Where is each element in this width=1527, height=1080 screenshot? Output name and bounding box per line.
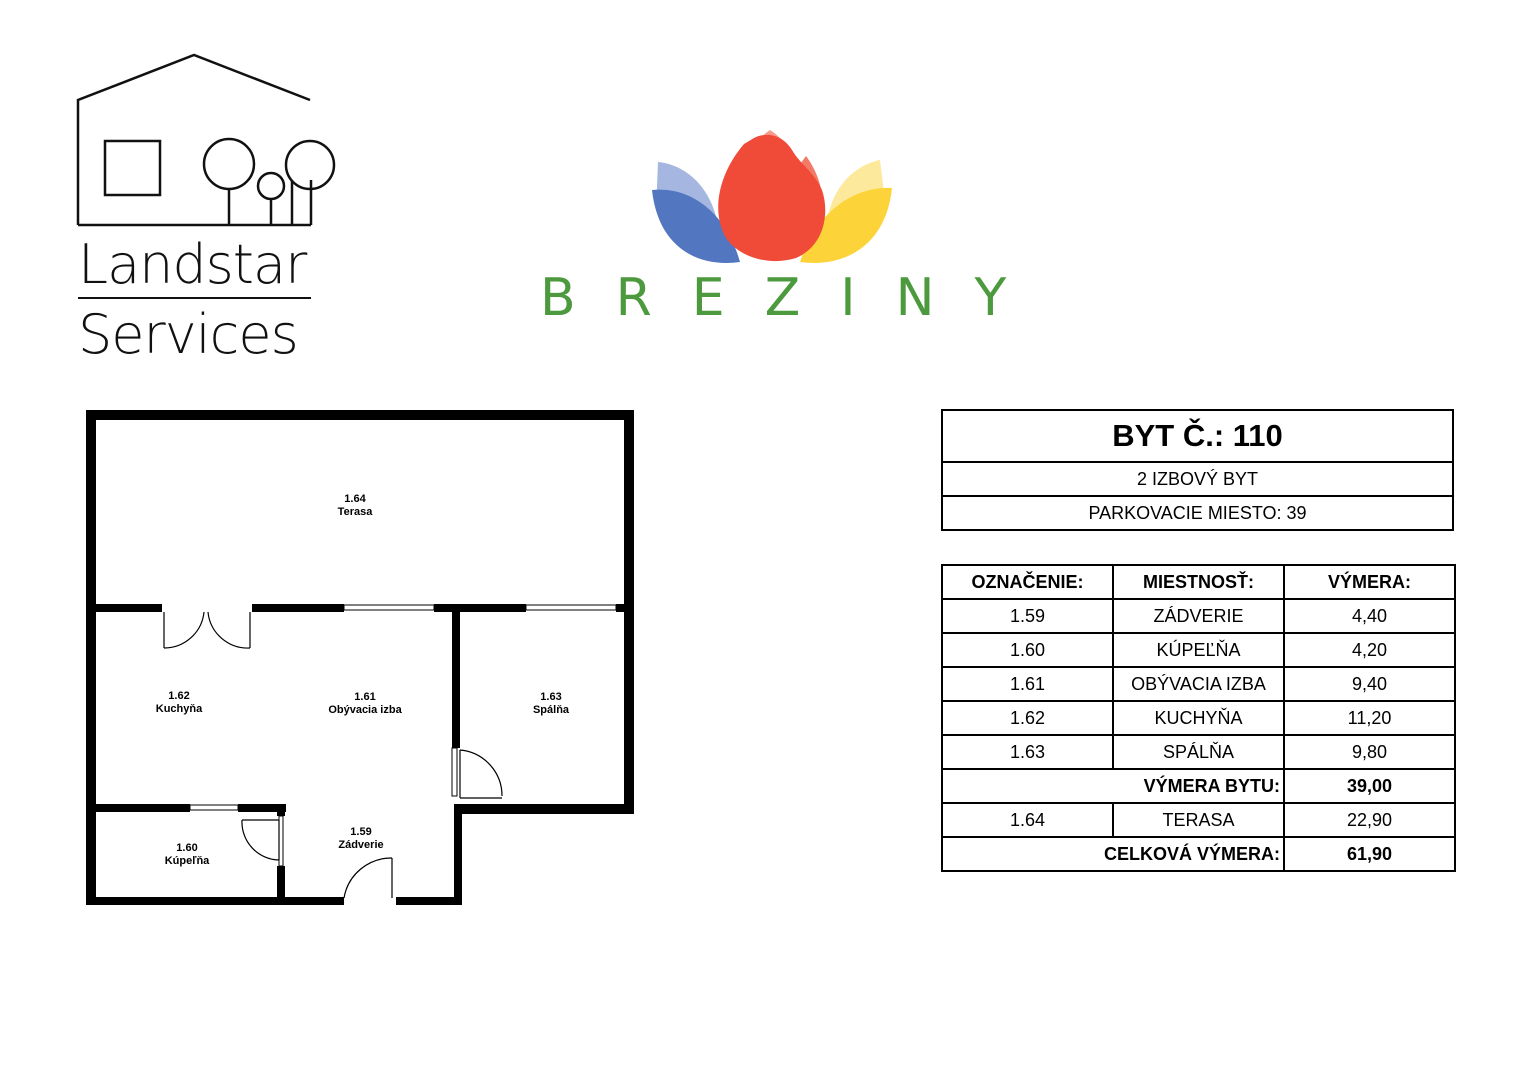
room-code: 1.64 [344, 493, 366, 505]
room-name-cell: SPÁLŇA [1112, 734, 1285, 770]
table-row: 1.63 SPÁLŇA 9,80 [941, 734, 1456, 770]
room-label-kuchyna: 1.62 Kuchyňa [156, 690, 202, 716]
room-area-cell: 4,40 [1283, 598, 1456, 634]
room-name-cell: OBÝVACIA IZBA [1112, 666, 1285, 702]
parking-spot: PARKOVACIE MIESTO: 39 [941, 495, 1454, 531]
room-code: 1.62 [168, 690, 190, 702]
room-area-cell: 4,20 [1283, 632, 1456, 668]
room-name: Terasa [337, 506, 373, 518]
room-area-cell: 22,90 [1283, 802, 1456, 838]
landstar-logo: Landstar Services [60, 40, 360, 370]
total-label: CELKOVÁ VÝMERA: [941, 836, 1285, 872]
subtotal-row: VÝMERA BYTU: 39,00 [941, 768, 1456, 804]
room-name: Obývacia izba [328, 704, 402, 716]
table-row: 1.60 KÚPEĽŇA 4,20 [941, 632, 1456, 668]
room-code: 1.60 [176, 842, 198, 854]
room-label-zadverie: 1.59 Zádverie [338, 826, 383, 852]
room-name-cell: ZÁDVERIE [1112, 598, 1285, 634]
header-area: VÝMERA: [1283, 564, 1456, 600]
room-name: Kúpeľňa [164, 855, 210, 867]
room-label-spalna: 1.63 Spálňa [533, 691, 569, 717]
house-trees-icon [76, 53, 336, 227]
subtotal-label: VÝMERA BYTU: [941, 768, 1285, 804]
room-code: 1.61 [354, 691, 376, 703]
room-name-cell: KÚPEĽŇA [1112, 632, 1285, 668]
room-area-cell: 9,80 [1283, 734, 1456, 770]
total-row: CELKOVÁ VÝMERA: 61,90 [941, 836, 1456, 872]
table-row: 1.59 ZÁDVERIE 4,40 [941, 598, 1456, 634]
total-value: 61,90 [1283, 836, 1456, 872]
breziny-logo: BREZINY [530, 120, 1020, 340]
header-code: OZNAČENIE: [941, 564, 1114, 600]
room-area-cell: 11,20 [1283, 700, 1456, 736]
room-label-kupelna: 1.60 Kúpeľňa [165, 842, 210, 868]
room-code-cell: 1.62 [941, 700, 1114, 736]
header-room: MIESTNOSŤ: [1112, 564, 1285, 600]
room-name: Spálňa [532, 704, 570, 716]
apartment-info-table: BYT Č.: 110 2 IZBOVÝ BYT PARKOVACIE MIES… [941, 409, 1454, 531]
subtotal-value: 39,00 [1283, 768, 1456, 804]
room-code-cell: 1.64 [941, 802, 1114, 838]
table-row: 1.62 KUCHYŇA 11,20 [941, 700, 1456, 736]
table-row: 1.64 TERASA 22,90 [941, 802, 1456, 838]
lotus-flower-icon [652, 130, 892, 263]
room-code: 1.59 [350, 826, 372, 838]
room-name-cell: TERASA [1112, 802, 1285, 838]
room-code-cell: 1.61 [941, 666, 1114, 702]
breziny-word: BREZINY [540, 268, 1047, 328]
apartment-type: 2 IZBOVÝ BYT [941, 461, 1454, 497]
services-word: Services [78, 303, 299, 366]
table-header-row: OZNAČENIE: MIESTNOSŤ: VÝMERA: [941, 564, 1456, 600]
rooms-area-table: OZNAČENIE: MIESTNOSŤ: VÝMERA: 1.59 ZÁDVE… [941, 564, 1456, 872]
room-code-cell: 1.59 [941, 598, 1114, 634]
room-label-obyvacia-izba: 1.61 Obývacia izba [328, 691, 401, 717]
landstar-word: Landstar [78, 233, 307, 296]
room-code: 1.63 [540, 691, 562, 703]
floor-plan-drawing [86, 410, 634, 905]
logo-divider [78, 297, 311, 299]
apartment-title: BYT Č.: 110 [941, 409, 1454, 463]
room-name: Zádverie [338, 839, 384, 851]
room-code-cell: 1.63 [941, 734, 1114, 770]
room-code-cell: 1.60 [941, 632, 1114, 668]
floor-plan: 1.64 Terasa 1.62 Kuchyňa 1.61 Obývacia i… [84, 408, 644, 908]
room-area-cell: 9,40 [1283, 666, 1456, 702]
room-name-cell: KUCHYŇA [1112, 700, 1285, 736]
table-row: 1.61 OBÝVACIA IZBA 9,40 [941, 666, 1456, 702]
room-label-terasa: 1.64 Terasa [338, 493, 373, 519]
room-name: Kuchyňa [155, 703, 203, 715]
